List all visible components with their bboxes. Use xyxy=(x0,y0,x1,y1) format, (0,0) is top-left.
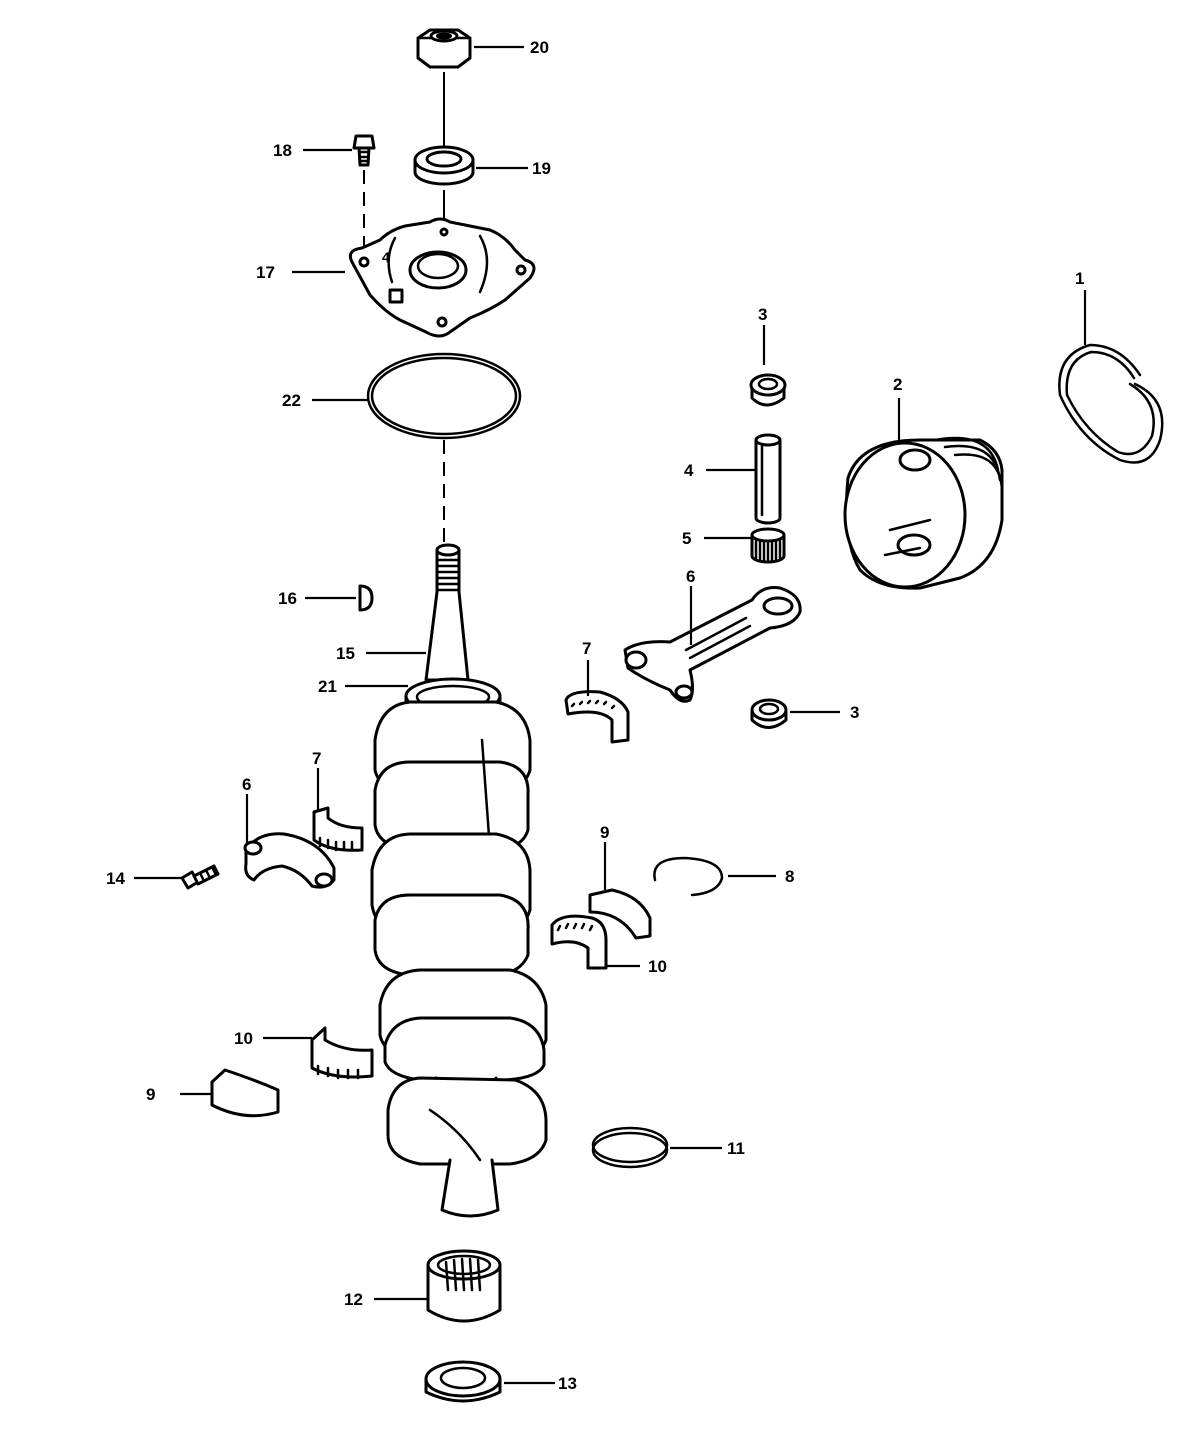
part-bearing-race-right xyxy=(588,888,652,940)
callout-2: 2 xyxy=(893,375,902,394)
part-screw-top xyxy=(352,134,376,167)
part-screw-side xyxy=(180,864,220,890)
part-end-cap: 4 xyxy=(348,217,536,338)
callout-7: 7 xyxy=(582,639,591,658)
callout-5: 5 xyxy=(682,529,691,548)
part-retaining-ring xyxy=(653,856,724,897)
part-bearing-cage-left-lower xyxy=(310,1026,374,1080)
callout-7: 7 xyxy=(312,749,321,768)
callout-13: 13 xyxy=(558,1374,577,1393)
callout-16: 16 xyxy=(278,589,297,608)
callout-12: 12 xyxy=(344,1290,363,1309)
part-o-ring xyxy=(366,352,522,440)
callout-10: 10 xyxy=(648,957,667,976)
callout-17: 17 xyxy=(256,263,275,282)
part-piston-ring xyxy=(1058,343,1164,464)
part-seal-upper xyxy=(413,145,475,186)
callout-4: 4 xyxy=(684,461,694,480)
part-needle-bearing xyxy=(750,527,786,564)
callout-8: 8 xyxy=(785,867,794,886)
part-piston-pin xyxy=(754,433,782,525)
callout-9: 9 xyxy=(146,1085,155,1104)
callout-1: 1 xyxy=(1075,269,1084,288)
callout-21: 21 xyxy=(318,677,337,696)
part-bearing-cage-right xyxy=(564,690,630,744)
part-bearing-cage-left xyxy=(312,806,364,852)
part-roller-bearing xyxy=(426,1249,502,1323)
part-retainer-top xyxy=(749,373,787,407)
svg-text:4: 4 xyxy=(382,249,390,265)
part-connecting-rod xyxy=(623,586,802,703)
part-rod-cap xyxy=(243,832,336,889)
callout-14: 14 xyxy=(106,869,125,888)
callout-22: 22 xyxy=(282,391,301,410)
callout-15: 15 xyxy=(336,644,355,663)
callout-9: 9 xyxy=(600,823,609,842)
callout-6: 6 xyxy=(242,775,251,794)
callout-11: 11 xyxy=(727,1139,745,1158)
callout-3: 3 xyxy=(758,305,767,324)
callout-20: 20 xyxy=(530,38,549,57)
callout-18: 18 xyxy=(273,141,292,160)
callout-10: 10 xyxy=(234,1029,253,1048)
part-seal-lower xyxy=(424,1360,502,1403)
leader-lines xyxy=(134,45,1087,1385)
part-crankshaft xyxy=(370,543,548,1218)
callout-labels: 1 2 3 3 4 5 6 6 7 7 8 9 9 10 10 11 12 13… xyxy=(106,38,1084,1393)
part-piston xyxy=(843,436,1004,590)
part-split-ring xyxy=(591,1126,669,1169)
part-woodruff-key xyxy=(358,584,374,612)
part-retainer-bottom xyxy=(750,698,788,729)
callout-6: 6 xyxy=(686,567,695,586)
part-bearing-cage-right-lower xyxy=(550,914,608,970)
part-nut xyxy=(416,28,472,69)
part-bearing-race-left xyxy=(210,1068,280,1118)
callout-3: 3 xyxy=(850,703,859,722)
callout-19: 19 xyxy=(532,159,551,178)
